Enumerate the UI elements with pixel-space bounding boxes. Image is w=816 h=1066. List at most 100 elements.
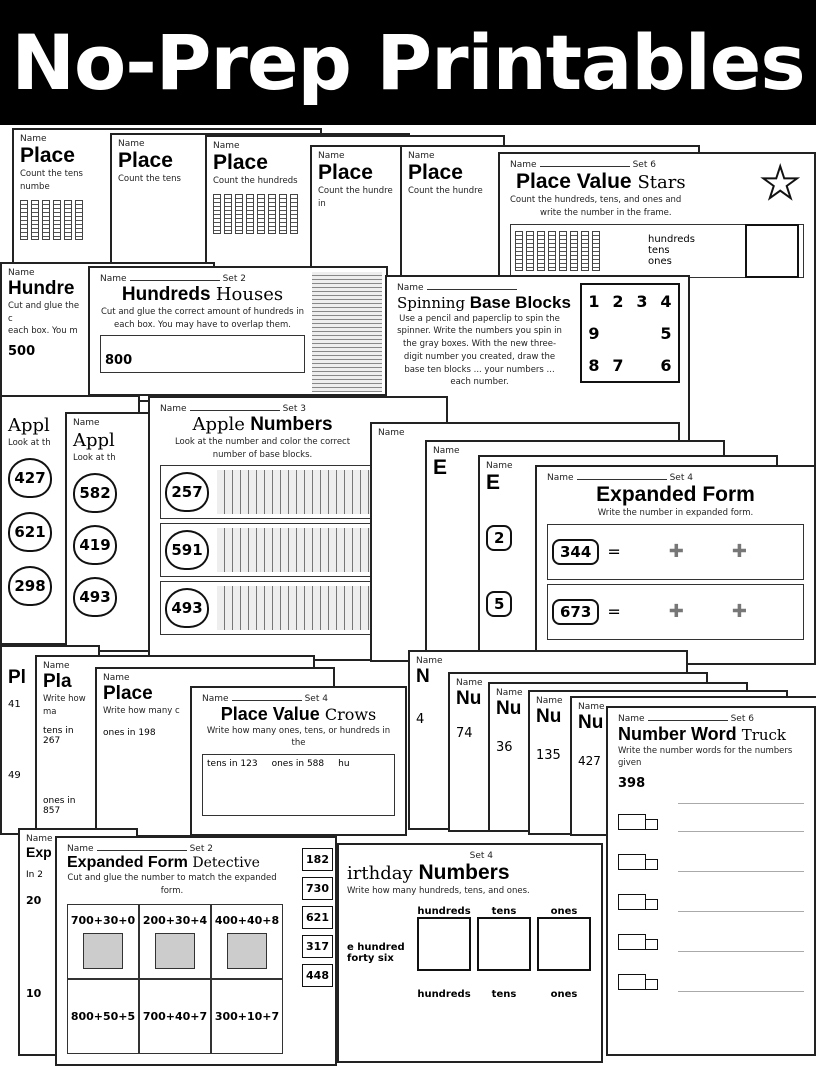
truck-icon <box>618 894 658 912</box>
worksheet-title: Appl <box>8 415 50 436</box>
match-cell: 700+30+0 <box>67 903 139 979</box>
apple-number: 493 <box>73 576 117 617</box>
question-label: In 2 <box>26 870 43 881</box>
plus-icon: ✚ <box>668 601 684 623</box>
equals-sign: = <box>607 542 621 562</box>
crayon-number: 2 <box>486 525 513 552</box>
ones-header: ones <box>550 988 578 1000</box>
tens-label: tens <box>648 245 670 257</box>
instructions-cont: in <box>318 198 326 209</box>
question-label: ones in 588 <box>271 759 325 770</box>
banner-title: No-Prep Printables <box>11 18 805 107</box>
hundreds-grid <box>312 272 382 392</box>
worksheet-title: Nu <box>536 706 562 727</box>
worksheet-title: Expanded Form <box>596 483 755 506</box>
name-label: Name <box>536 696 563 706</box>
name-label: Name <box>20 134 47 144</box>
truck-number: 135 <box>536 747 561 763</box>
worksheet-title: Nu <box>496 698 522 719</box>
name-label: Name <box>433 446 460 456</box>
expanded-number: 20 <box>26 894 42 908</box>
name-label: Name <box>496 688 523 698</box>
worksheet-birthday-numbers: Set 4 irthday Numbers Write how many hun… <box>337 843 603 1063</box>
name-label: Name <box>456 678 483 688</box>
question-label: ones in 857 <box>43 796 76 817</box>
match-cell: 700+40+7 <box>139 978 211 1054</box>
worksheet-title: Appl <box>73 430 115 451</box>
name-label: Name <box>43 661 70 671</box>
plus-icon: ✚ <box>668 541 684 563</box>
instructions: Write how ma <box>43 693 86 717</box>
question-label: tens in 123 <box>207 759 258 770</box>
match-cell: 300+10+7 <box>211 978 283 1054</box>
instructions: Count the hundreds, tens, and ones and <box>510 195 682 206</box>
name-label: Name <box>397 283 678 293</box>
set-label: Set 2 <box>189 844 213 854</box>
side-number: 41 <box>8 698 21 710</box>
set-label: Set 2 <box>222 274 246 284</box>
worksheet-title: Spinning Base Blocks <box>397 293 571 312</box>
truck-number: 4 <box>416 711 425 727</box>
house-number: 800 <box>105 353 133 369</box>
equals-sign: = <box>607 602 621 622</box>
plus-icon: ✚ <box>731 601 747 623</box>
question-label: hu <box>338 759 350 770</box>
instructions: Write the number words for the numbers g… <box>618 745 793 769</box>
truck-number: 427 <box>578 753 601 768</box>
set-label: Set 4 <box>669 473 693 483</box>
plus-icon: ✚ <box>731 541 747 563</box>
name-label: Name <box>318 151 345 161</box>
truck-icon <box>618 854 658 872</box>
worksheet-title: N <box>416 666 430 687</box>
banner: No-Prep Printables <box>0 0 816 125</box>
worksheet-title: Place Value Crows <box>220 704 377 724</box>
answer-line <box>678 804 804 833</box>
worksheet-title: Place <box>20 144 75 167</box>
apple-number: 493 <box>165 588 209 629</box>
answer-line <box>678 844 804 873</box>
crayon-number: 5 <box>486 591 513 618</box>
instructions: Write how many hundreds, tens, and ones. <box>347 886 530 897</box>
ones-label: ones <box>648 256 672 268</box>
instructions-cont: write the number in the frame. <box>540 207 672 218</box>
expanded-number: 10 <box>26 987 42 1001</box>
worksheet-title: Number Word Truck <box>618 724 787 744</box>
ones-header: ones <box>550 905 578 917</box>
match-cell: 400+40+8 <box>211 903 283 979</box>
match-cell: 200+30+4 <box>139 903 211 979</box>
worksheet-title: Exp <box>26 844 52 860</box>
hundreds-header: hundreds <box>417 988 471 1000</box>
answer-frame <box>477 916 531 971</box>
tens-header: tens <box>491 988 517 1000</box>
answer-line <box>678 964 804 993</box>
house-number: 500 <box>8 344 36 360</box>
hundreds-header: hundreds <box>417 905 471 917</box>
instructions: Cut and glue the c <box>8 300 80 324</box>
apple-number: 257 <box>165 472 209 513</box>
worksheet-title: irthday Numbers <box>347 861 510 884</box>
apple-number: 621 <box>8 511 52 552</box>
star-icon: ★ <box>760 158 801 209</box>
name-label: Name <box>578 702 605 712</box>
worksheet-title: Place <box>103 683 153 704</box>
instructions-cont: each box. You m <box>8 326 78 337</box>
worksheet-title: Place <box>318 161 373 184</box>
answer-line <box>678 884 804 913</box>
apple-number: 419 <box>73 524 117 565</box>
crayon-number: 673 <box>552 598 600 625</box>
truck-number: 398 <box>618 776 646 792</box>
question-label: ones in 198 <box>103 727 156 738</box>
answer-line <box>678 776 804 805</box>
worksheet-title: Pla <box>43 671 72 692</box>
worksheet-title: E <box>486 471 501 494</box>
instructions: Use a pencil and paperclip to spin the s… <box>397 313 562 388</box>
apple-number: 591 <box>165 530 209 571</box>
worksheet-title: Nu <box>578 712 604 733</box>
name-label: Name <box>486 461 513 471</box>
name-label: Name <box>213 141 240 151</box>
